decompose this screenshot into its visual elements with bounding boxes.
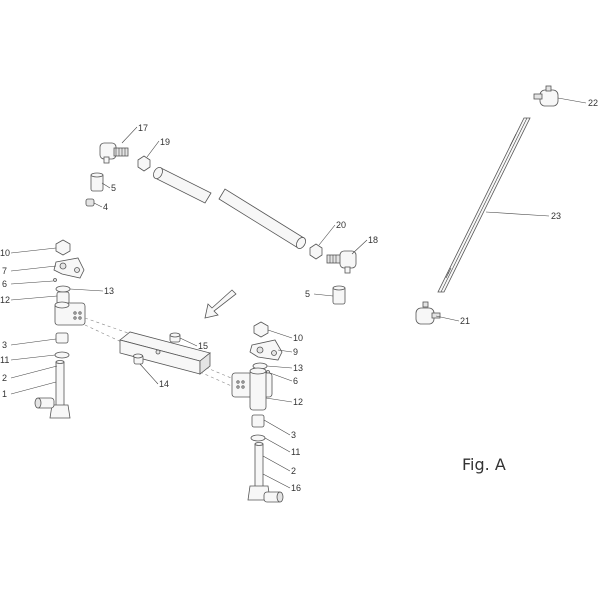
callout-2-right: 2 bbox=[291, 466, 296, 476]
key-6-left bbox=[53, 278, 57, 282]
callout-13-right: 13 bbox=[293, 363, 303, 373]
callout-3-right: 3 bbox=[291, 430, 296, 440]
ball-joint-18 bbox=[326, 250, 357, 274]
callout-2-left: 2 bbox=[2, 373, 7, 383]
leader-lines bbox=[10, 97, 587, 489]
callout-17: 17 bbox=[138, 123, 148, 133]
callout-7: 7 bbox=[2, 266, 7, 276]
callout-6-right: 6 bbox=[293, 376, 298, 386]
callout-18: 18 bbox=[368, 235, 378, 245]
callout-20: 20 bbox=[336, 220, 346, 230]
center-beam-14 bbox=[119, 331, 211, 375]
washer-11-right bbox=[250, 434, 266, 442]
callout-21: 21 bbox=[460, 316, 470, 326]
callout-15: 15 bbox=[198, 341, 208, 351]
callout-9: 9 bbox=[293, 347, 298, 357]
nipple-4 bbox=[85, 198, 95, 207]
axle-bracket-left bbox=[54, 301, 86, 326]
bushing-3-left bbox=[55, 332, 69, 344]
callout-19: 19 bbox=[160, 137, 170, 147]
nut-19 bbox=[137, 155, 151, 172]
callout-10-right: 10 bbox=[293, 333, 303, 343]
callout-11-right: 11 bbox=[291, 447, 300, 457]
washer-13-left bbox=[55, 285, 71, 293]
callout-6-left: 6 bbox=[2, 279, 7, 289]
pin-15 bbox=[169, 332, 181, 343]
washer-11-left bbox=[54, 351, 70, 359]
rod-end-21 bbox=[415, 301, 441, 325]
tie-rod-tube bbox=[153, 166, 306, 249]
spindle-1-left bbox=[34, 360, 71, 419]
nut-10-left bbox=[55, 239, 71, 256]
steering-arm-7 bbox=[53, 257, 85, 279]
nut-20 bbox=[309, 243, 323, 260]
ball-joint-17 bbox=[99, 142, 129, 164]
callout-11-left: 11 bbox=[0, 355, 9, 365]
rod-23 bbox=[437, 117, 531, 293]
nut-10-right bbox=[253, 321, 269, 338]
spindle-16-right bbox=[247, 442, 284, 503]
callout-12-left: 12 bbox=[0, 295, 10, 305]
callout-5-top: 5 bbox=[111, 183, 116, 193]
figure-label: Fig. A bbox=[462, 455, 506, 474]
callout-1: 1 bbox=[2, 389, 7, 399]
callout-14: 14 bbox=[159, 379, 169, 389]
rod-end-22 bbox=[533, 85, 559, 107]
callout-10-left: 10 bbox=[0, 248, 10, 258]
steering-arm-9 bbox=[249, 339, 283, 361]
callout-3-left: 3 bbox=[2, 340, 7, 350]
callout-5-right: 5 bbox=[305, 289, 310, 299]
callout-12-right: 12 bbox=[293, 397, 303, 407]
callout-22: 22 bbox=[588, 98, 598, 108]
callout-4: 4 bbox=[103, 202, 108, 212]
bushing-3-right bbox=[251, 414, 265, 428]
axle-bracket-right bbox=[231, 367, 273, 411]
callout-23: 23 bbox=[551, 211, 561, 221]
callout-13-left: 13 bbox=[104, 286, 114, 296]
pin-14 bbox=[133, 353, 144, 365]
direction-arrow bbox=[204, 289, 237, 319]
callout-16: 16 bbox=[291, 483, 301, 493]
